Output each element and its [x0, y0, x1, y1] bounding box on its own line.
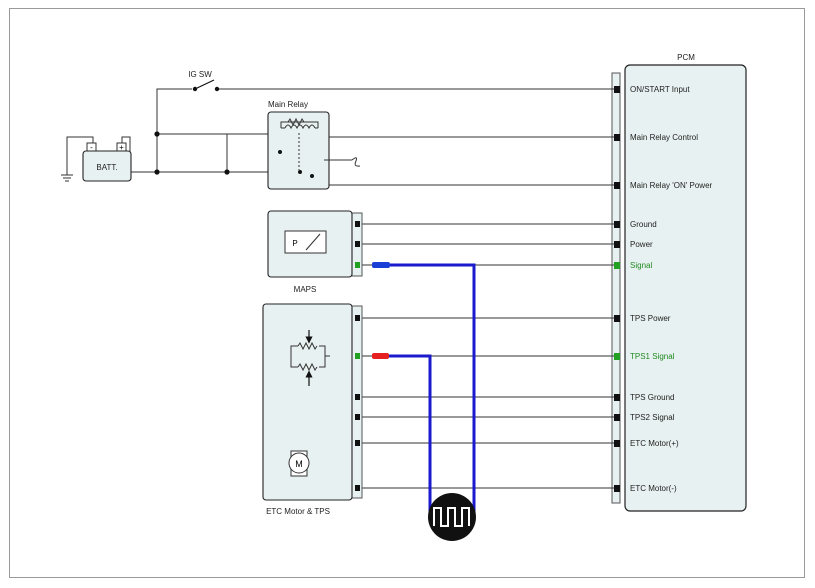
resistor-icon	[287, 117, 305, 127]
pcm-pin-label: Signal	[630, 261, 652, 270]
pcm-pin-label: Ground	[630, 220, 657, 229]
etc-motor-tps: M ETC Motor & TPS	[262, 303, 363, 516]
main-relay: Main Relay	[267, 100, 361, 190]
pressure-sensor-letter: P	[292, 239, 297, 248]
pcm-pin-label: ETC Motor(+)	[630, 439, 679, 448]
pcm-pin	[614, 134, 620, 141]
motor-icon: M	[288, 450, 310, 477]
relay-coil-icon	[280, 117, 319, 130]
ground-icon	[61, 174, 73, 182]
pcm-pin	[614, 440, 620, 447]
battery: - + BATT.	[61, 142, 132, 182]
pcm-module: PCM	[611, 53, 747, 512]
maps-sensor: P MAPS	[267, 210, 363, 294]
pcm-pin	[614, 414, 620, 421]
pcm-pin-label: Main Relay Control	[630, 133, 698, 142]
scope-probe-wires	[388, 263, 476, 518]
probe-red-tip	[372, 353, 389, 359]
pcm-pin-label: Power	[630, 240, 653, 249]
pcm-pin-label: ETC Motor(-)	[630, 484, 677, 493]
battery-label: BATT.	[96, 163, 117, 172]
pcm-pin	[614, 353, 620, 360]
resistor-icon	[290, 341, 330, 372]
pcm-title: PCM	[677, 53, 695, 62]
pcm-pin-label: TPS2 Signal	[630, 413, 675, 422]
pcm-pin	[614, 241, 620, 248]
main-relay-label: Main Relay	[268, 100, 308, 109]
oscilloscope-square-wave-icon	[428, 493, 476, 541]
sensor-connector-pins	[355, 221, 360, 491]
motor-letter: M	[295, 459, 303, 469]
ig-switch-label: IG SW	[188, 70, 212, 79]
pcm-pin	[614, 182, 620, 189]
pcm-pin	[614, 485, 620, 492]
pcm-pin-label: TPS1 Signal	[630, 352, 675, 361]
maps-label: MAPS	[294, 285, 317, 294]
pcm-pin	[614, 221, 620, 228]
ignition-switch: IG SW	[188, 70, 220, 92]
probe-blue-tip	[372, 262, 390, 268]
switch-icon	[194, 79, 215, 90]
pcm-pin	[614, 394, 620, 401]
battery-minus: -	[90, 143, 93, 152]
battery-plus: +	[119, 143, 124, 152]
pcm-pin-label: TPS Ground	[630, 393, 674, 402]
pcm-pin-label: ON/START Input	[630, 85, 690, 94]
pcm-pin-label: Main Relay 'ON' Power	[630, 181, 713, 190]
fuse-icon	[351, 157, 361, 167]
etc-label: ETC Motor & TPS	[266, 507, 330, 516]
pcm-pin	[614, 86, 620, 93]
pcm-pin-label: TPS Power	[630, 314, 671, 323]
pcm-pin	[614, 315, 620, 322]
pcm-pin	[614, 262, 620, 269]
